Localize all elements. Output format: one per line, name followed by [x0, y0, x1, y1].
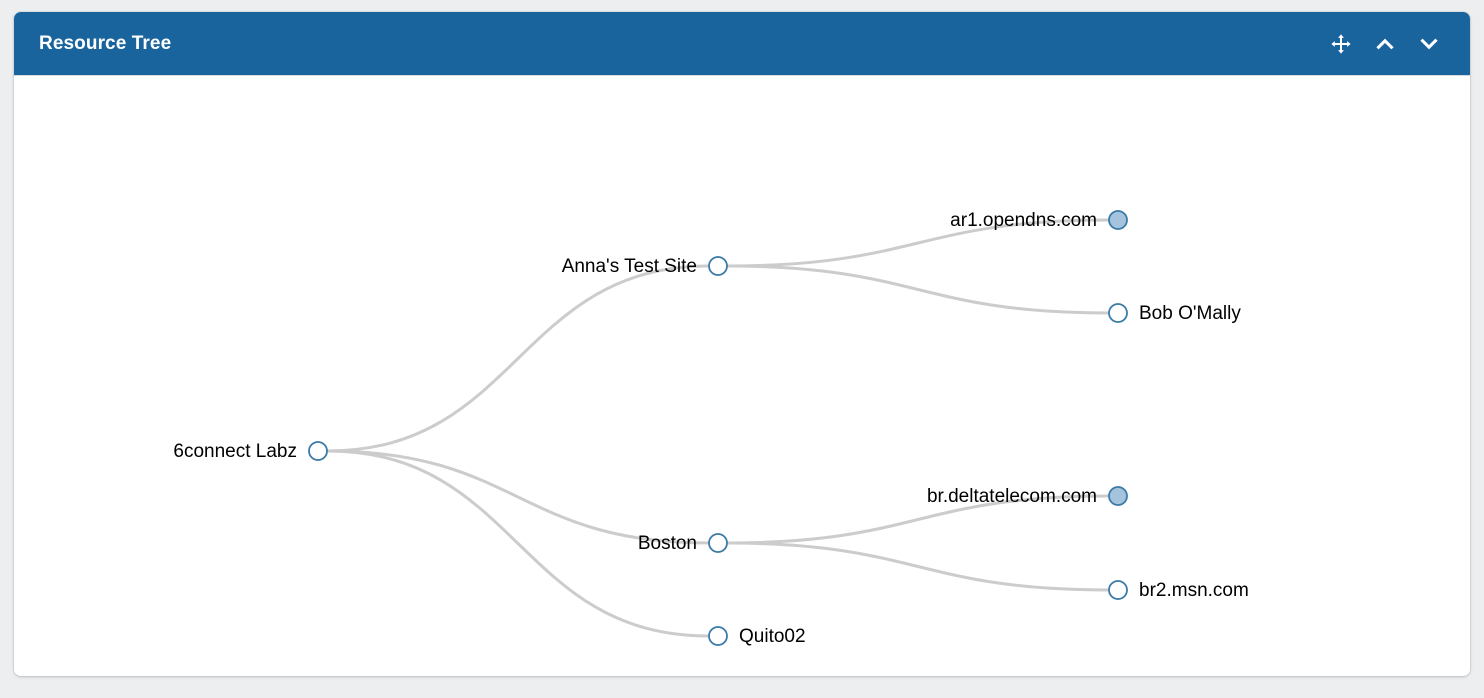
- tree-node-label: Anna's Test Site: [562, 256, 697, 277]
- tree-link: [725, 218, 1111, 268]
- tree-link: [325, 449, 711, 545]
- tree-node-label: Boston: [638, 533, 697, 554]
- tree-node-circle[interactable]: [708, 533, 728, 553]
- move-icon[interactable]: [1328, 31, 1354, 57]
- tree-node-circle[interactable]: [708, 626, 728, 646]
- tree-node-label: Bob O'Mally: [1139, 303, 1241, 324]
- tree-node[interactable]: br2.msn.com: [1108, 580, 1249, 601]
- page-title: Resource Tree: [39, 32, 172, 54]
- tree-node-label: Quito02: [739, 626, 806, 647]
- tree-node-circle[interactable]: [1108, 486, 1128, 506]
- tree-link: [725, 541, 1111, 592]
- tree-node-circle[interactable]: [1108, 303, 1128, 323]
- tree-node[interactable]: ar1.opendns.com: [950, 210, 1128, 231]
- tree-links: [325, 218, 1111, 638]
- resource-tree-graph[interactable]: 6connect Labz Anna's Test SiteBostonQuito…: [14, 76, 1470, 674]
- tree-node-label: 6connect Labz: [173, 441, 297, 462]
- tree-node[interactable]: 6connect Labz: [173, 441, 328, 462]
- tree-link: [725, 494, 1111, 545]
- panel-header: Resource Tree: [14, 12, 1470, 76]
- tree-node[interactable]: Quito02: [708, 626, 806, 647]
- chevron-up-icon[interactable]: [1372, 31, 1398, 57]
- tree-node[interactable]: br.deltatelecom.com: [927, 486, 1128, 507]
- tree-link: [325, 264, 711, 453]
- tree-link: [325, 449, 711, 638]
- tree-node[interactable]: Boston: [638, 533, 728, 554]
- tree-node-circle[interactable]: [708, 256, 728, 276]
- tree-node-label: br2.msn.com: [1139, 580, 1249, 601]
- tree-node-circle[interactable]: [308, 441, 328, 461]
- tree-node-label: br.deltatelecom.com: [927, 486, 1097, 507]
- tree-link: [725, 264, 1111, 315]
- tree-node-label: ar1.opendns.com: [950, 210, 1097, 231]
- tree-node-circle[interactable]: [1108, 210, 1128, 230]
- tree-node[interactable]: Anna's Test Site: [562, 256, 728, 277]
- chevron-down-icon[interactable]: [1416, 31, 1442, 57]
- tree-node[interactable]: Bob O'Mally: [1108, 303, 1241, 324]
- tree-node-circle[interactable]: [1108, 580, 1128, 600]
- header-tools: [1328, 31, 1442, 57]
- tree-nodes[interactable]: 6connect Labz Anna's Test SiteBostonQuito…: [173, 210, 1248, 647]
